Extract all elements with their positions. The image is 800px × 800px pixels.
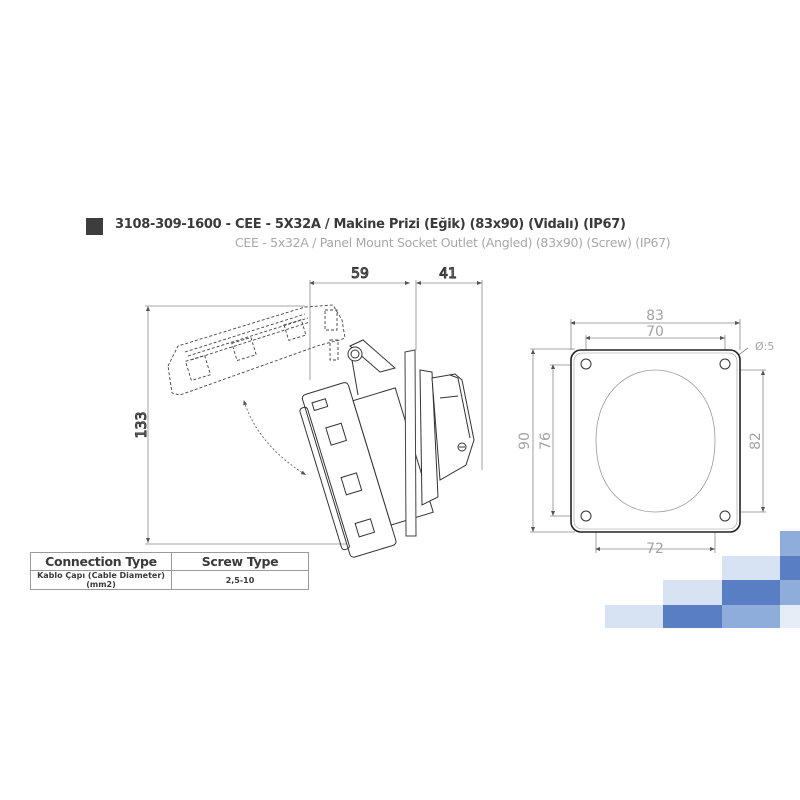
tile (663, 580, 722, 605)
tile (605, 605, 663, 628)
dim-83: 83 (646, 308, 664, 324)
tile (780, 605, 800, 628)
tile (780, 556, 800, 580)
socket-body (299, 382, 434, 558)
dim-76: 76 (538, 432, 554, 450)
dim-72: 72 (646, 541, 664, 557)
tile (780, 531, 800, 556)
tile (722, 580, 780, 605)
mounting-holes (580, 358, 731, 522)
table-row: Kablo Çapı (Cable Diameter) (mm2) 2,5-10 (30, 570, 309, 590)
dim-133: 133 (134, 412, 150, 439)
tile (663, 605, 722, 628)
product-name-tr: - CEE - 5X32A / Makine Prizi (Eğik) (83x… (221, 217, 626, 232)
tile (722, 556, 780, 580)
cell-cable-diameter-label: Kablo Çapı (Cable Diameter) (mm2) (30, 570, 172, 590)
open-lid-dashed (167, 304, 346, 396)
front-view: 83 70 Ø:5 90 76 82 72 (517, 308, 774, 557)
tile (780, 580, 800, 605)
header-screw-type: Screw Type (171, 552, 309, 571)
cutout-outline (595, 369, 716, 513)
dim-70: 70 (646, 324, 664, 340)
product-title-en: CEE - 5x32A / Panel Mount Socket Outlet … (235, 235, 671, 250)
side-dimensions (145, 280, 483, 545)
spec-table-header: Connection Type Screw Type (30, 552, 309, 571)
dim-82: 82 (748, 432, 764, 450)
dim-hole-diameter: Ø:5 (755, 340, 774, 353)
color-swatch (86, 218, 103, 235)
dim-41: 41 (439, 266, 457, 282)
dim-90: 90 (517, 432, 533, 450)
rotation-arrow (243, 400, 307, 476)
tile (722, 605, 780, 628)
spec-table: Connection Type Screw Type Kablo Çapı (C… (30, 552, 309, 590)
header-connection-type: Connection Type (30, 552, 172, 571)
side-view: 59 41 133 (134, 266, 483, 558)
dim-59: 59 (351, 266, 369, 282)
mounting-plate-outline (570, 349, 741, 533)
product-code: 3108-309-1600 (115, 217, 222, 232)
product-title-tr: 3108-309-1600 - CEE - 5X32A / Makine Pri… (115, 217, 626, 232)
cell-cable-diameter-value: 2,5-10 (171, 570, 309, 590)
